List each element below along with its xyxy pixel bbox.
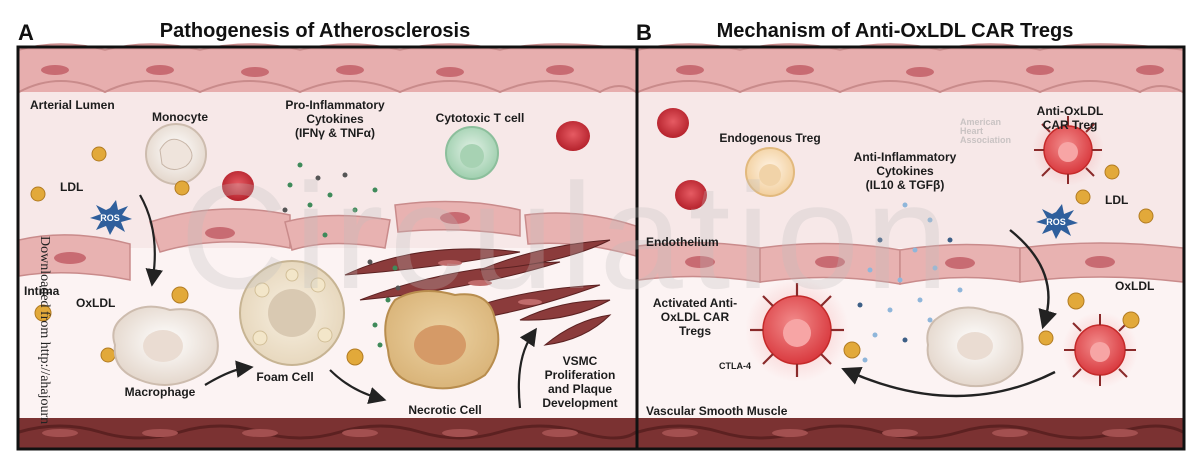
panel-b-title: Mechanism of Anti-OxLDL CAR Tregs <box>716 20 1074 42</box>
aha-logo-line-3: Association <box>960 135 1012 145</box>
anti-inflammatory-dots <box>857 202 963 363</box>
journal-watermark: Circulation <box>180 152 955 320</box>
red-blood-cell <box>657 108 689 138</box>
activated-line-2: OxLDL CAR <box>660 310 730 324</box>
label-arterial-lumen: Arterial Lumen <box>30 98 115 112</box>
vsmc-line-4: Development <box>542 396 618 410</box>
label-ros-b: ROS <box>1046 217 1066 227</box>
label-ros-a: ROS <box>100 213 120 223</box>
aha-logo-line-1: American <box>960 117 1002 127</box>
cytokines-line-2: Cytokines <box>306 112 364 126</box>
car-treg-cell <box>1062 312 1138 388</box>
label-intima: Intima <box>24 284 60 298</box>
arrows-a <box>139 194 537 409</box>
endothelium-top-a <box>18 43 637 94</box>
label-anti-inflammatory-cytokines: Anti-Inflammatory Cytokines (IL10 & TGFβ… <box>845 150 965 192</box>
necrotic-cell <box>384 290 500 390</box>
label-oxldl-a: OxLDL <box>76 296 116 310</box>
label-ldl-b: LDL <box>1105 193 1129 207</box>
label-oxldl-b: OxLDL <box>1115 279 1155 293</box>
red-blood-cell <box>675 180 707 210</box>
anti-cytokines-line-3: (IL10 & TGFβ) <box>865 178 945 192</box>
label-foam-cell: Foam Cell <box>256 370 314 384</box>
smooth-muscle-b <box>637 418 1184 448</box>
ldl-particles-b <box>843 164 1154 359</box>
panel-a-letter: A <box>18 20 34 45</box>
anti-cytokines-line-1: Anti-Inflammatory <box>853 150 957 164</box>
car-treg-cell <box>1032 114 1104 186</box>
vsmc-line-2: Proliferation <box>544 368 616 382</box>
download-side-text: Downloaded from http://ahajourn <box>37 236 52 425</box>
label-endothelium: Endothelium <box>646 235 719 249</box>
red-blood-cell <box>222 171 254 201</box>
smooth-muscle-a <box>18 418 637 448</box>
arrows-b <box>841 229 1057 398</box>
macrophage-cell <box>112 305 219 386</box>
aha-logo: American Heart Association <box>960 118 1011 145</box>
ros-burst-b <box>1036 204 1078 239</box>
label-vascular-smooth-muscle: Vascular Smooth Muscle <box>646 404 788 418</box>
endothelium-mid-a <box>18 200 637 281</box>
endothelium-top-b <box>637 43 1184 94</box>
label-macrophage: Macrophage <box>124 385 196 399</box>
foam-cell <box>239 260 345 366</box>
label-ctla4: CTLA-4 <box>719 361 751 371</box>
label-endogenous-treg: Endogenous Treg <box>719 131 821 145</box>
car-treg-line-2: CAR Treg <box>1042 118 1098 132</box>
red-blood-cell <box>556 121 590 151</box>
panel-b-art <box>637 43 1184 448</box>
activated-line-1: Activated Anti- <box>652 296 738 310</box>
cytokines-line-3: (IFNγ & TNFα) <box>294 126 376 140</box>
label-anti-oxldl-car-treg: Anti-OxLDL CAR Treg <box>1025 104 1115 132</box>
monocyte-cell <box>145 123 207 185</box>
label-monocyte: Monocyte <box>151 110 208 124</box>
vsmc-line-1: VSMC <box>562 354 598 368</box>
label-ldl-a: LDL <box>60 180 84 194</box>
pro-inflammatory-dots <box>282 162 401 348</box>
panel-b-border <box>635 45 1186 451</box>
endogenous-treg-cell <box>745 147 795 197</box>
activated-car-treg-cell <box>745 278 849 382</box>
panel-a-title: Pathogenesis of Atherosclerosis <box>159 20 471 42</box>
label-vsmc-proliferation: VSMC Proliferation and Plaque Developmen… <box>530 354 630 410</box>
panel-b-letter: B <box>636 20 652 45</box>
car-treg-line-1: Anti-OxLDL <box>1036 104 1104 118</box>
label-necrotic-cell: Necrotic Cell <box>408 403 482 417</box>
macrophage-cell-b <box>926 306 1024 388</box>
anti-cytokines-line-2: Cytokines <box>876 164 934 178</box>
label-cytotoxic-t-cell: Cytotoxic T cell <box>435 111 525 125</box>
label-activated-car-tregs: Activated Anti- OxLDL CAR Tregs <box>640 296 750 338</box>
cytokines-line-1: Pro-Inflammatory <box>285 98 385 112</box>
vsmc-line-3: and Plaque <box>547 382 612 396</box>
cytotoxic-t-cell <box>445 126 499 180</box>
ros-burst-a <box>90 200 132 235</box>
endothelium-mid-b <box>637 241 1184 285</box>
activated-line-3: Tregs <box>678 324 711 338</box>
aha-logo-line-2: Heart <box>960 126 984 136</box>
label-pro-inflammatory-cytokines: Pro-Inflammatory Cytokines (IFNγ & TNFα) <box>280 98 390 140</box>
